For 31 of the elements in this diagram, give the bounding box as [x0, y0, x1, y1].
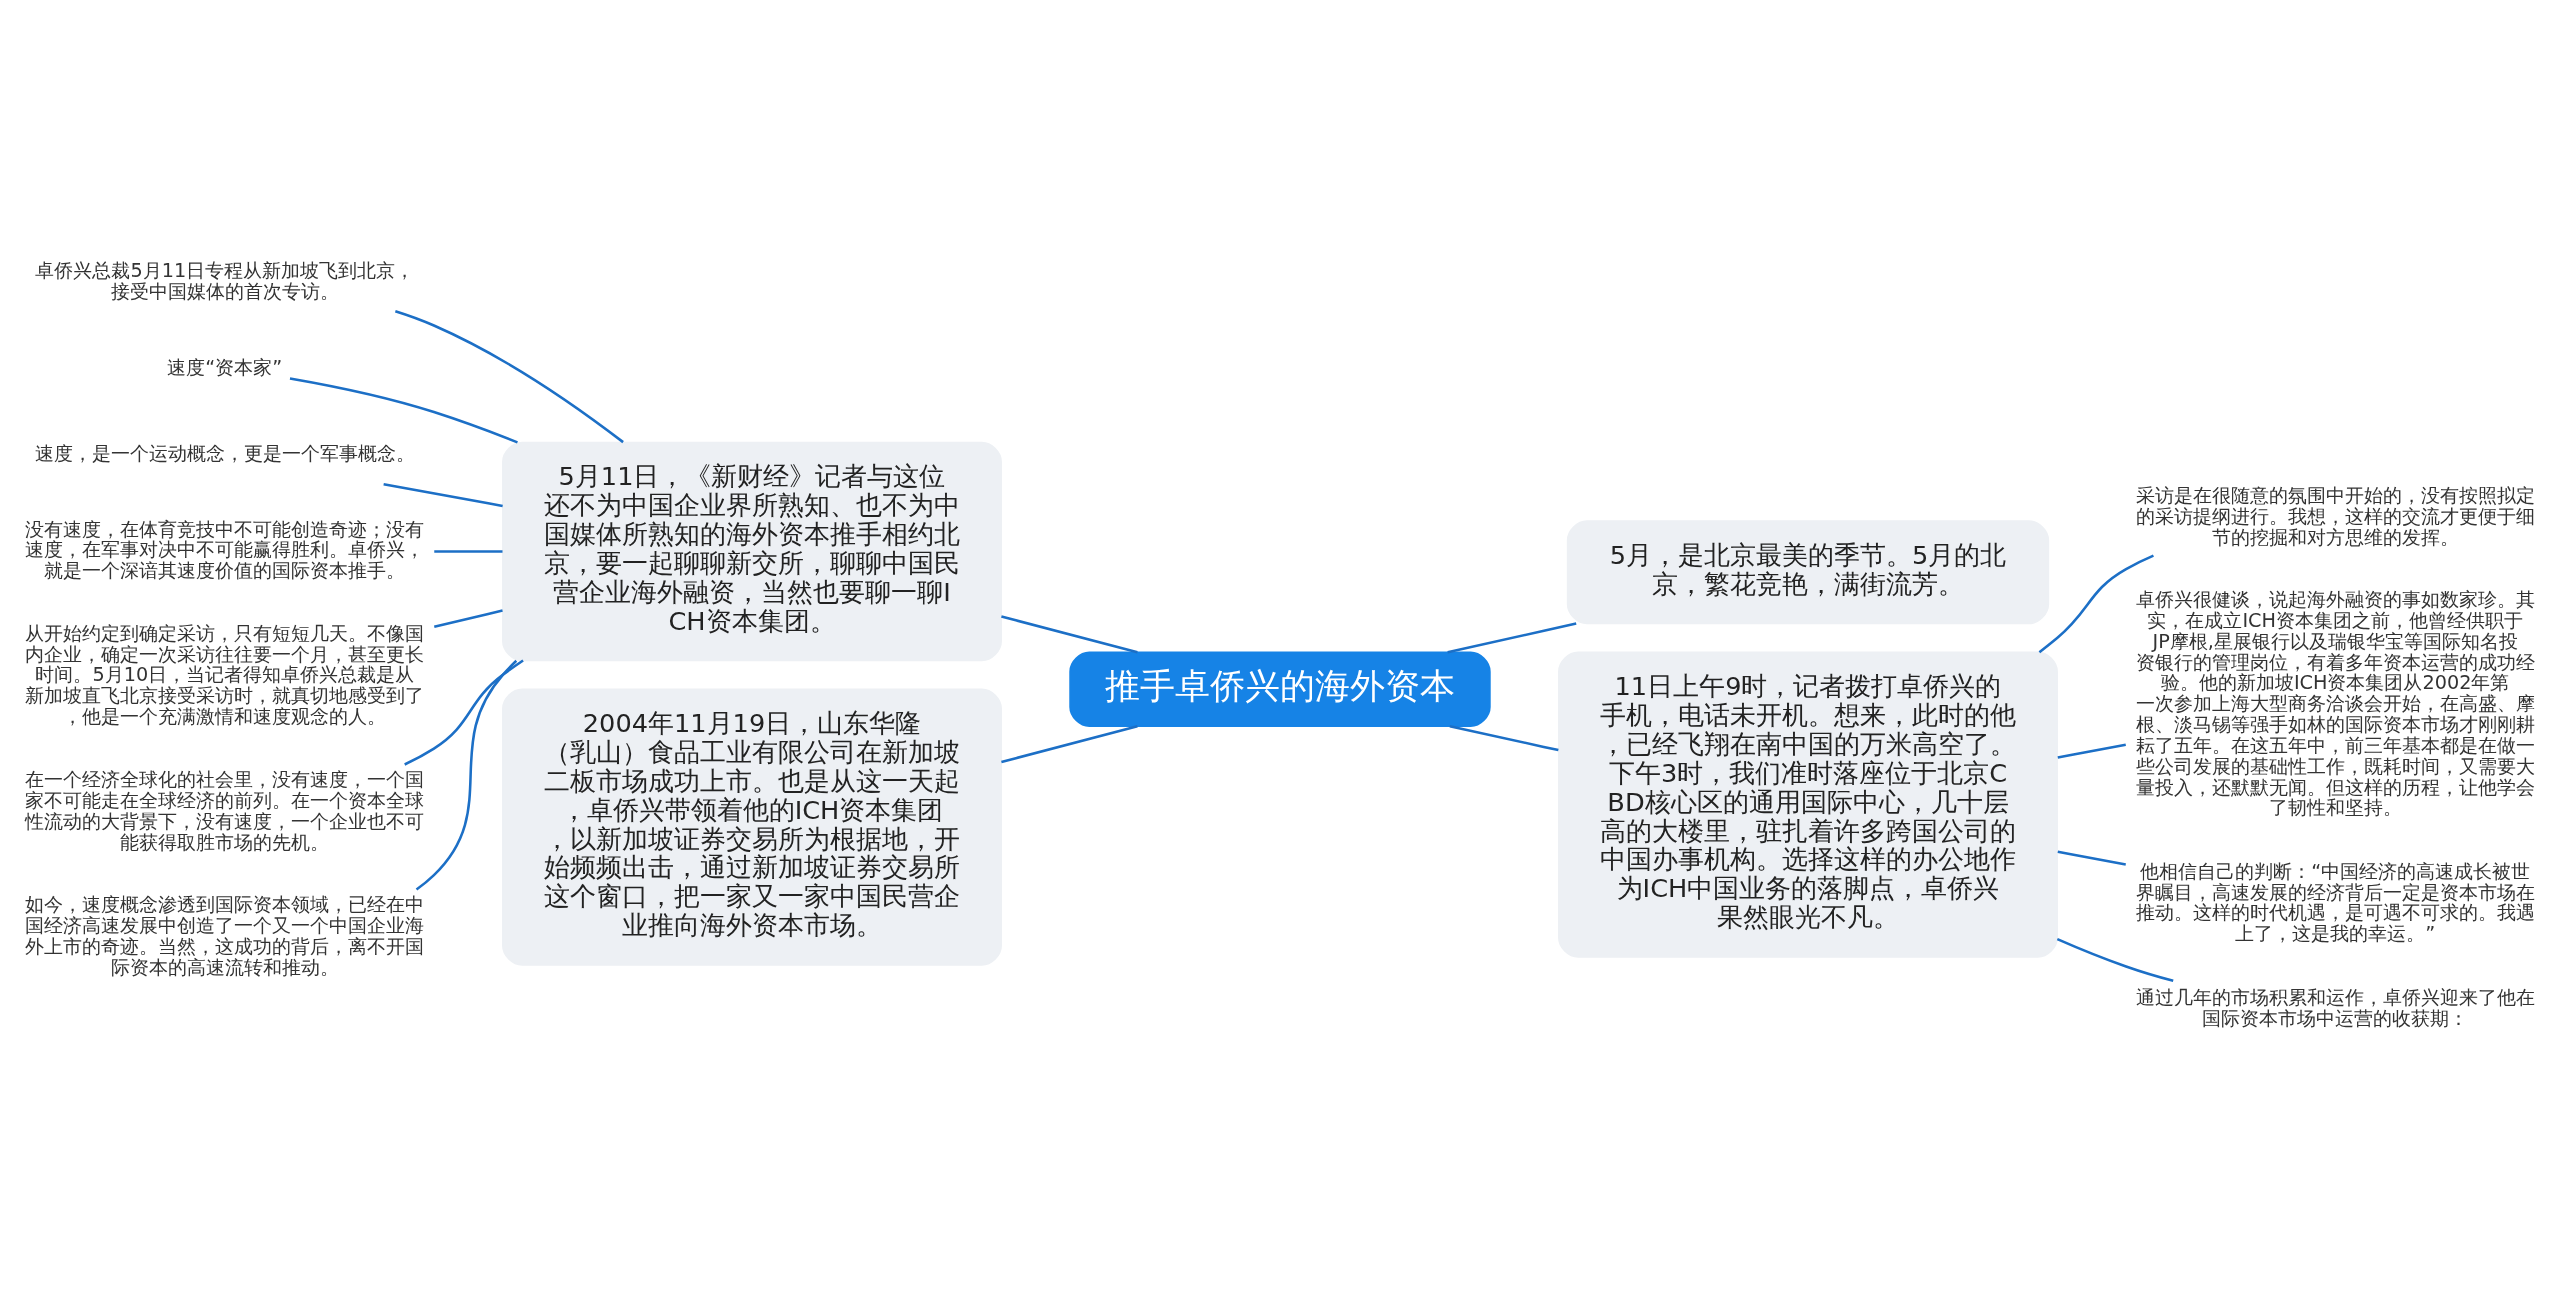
- node-text: 速度“资本家”: [167, 355, 283, 379]
- connector: [1449, 725, 1559, 752]
- node-text: 速度，是一个运动概念，更是一个军事概念。: [34, 442, 415, 466]
- connector: [1001, 725, 1138, 764]
- node-text: 如今，速度概念渗透到国际资本领域，已经在中国经济高速发展中创造了一个又一个中国企业海外上市的奇迹。当然，这成功的背后，离不开国际资本的高速流转和推动。: [25, 893, 425, 979]
- connector: [2057, 850, 2126, 866]
- node-text: 通过几年的市场积累和运作，卓侨兴迎来了他在国际资本市场中运营的收获期：: [2135, 986, 2535, 1031]
- node-box: 5月11日，《新财经》记者与这位还不为中国企业界所熟知、也不为中国媒体所熟知的海外资本推手相约北京，要一起聊聊新交所，聊聊中国民营企业海外融资，当然也要聊一聊ICH资本集团。: [502, 441, 1002, 662]
- node-box: 5月，是北京最美的季节。5月的北京，繁花竞艳，满街流芳。: [1566, 520, 2050, 625]
- connector: [434, 550, 503, 553]
- connector: [383, 482, 503, 508]
- node-text: 在一个经济全球化的社会里，没有速度，一个国家不可能走在全球经济的前列。在一个资本全球性流动的大背景下，没有速度，一个企业也不可能获得取胜市场的先机。: [25, 768, 425, 854]
- node-text: 卓侨兴总裁5月11日专程从新加坡飞到北京，接受中国媒体的首次专访。: [35, 258, 415, 303]
- node-text: 卓侨兴很健谈，说起海外融资的事如数家珍。其实，在成立ICH资本集团之前，他曾经供职于JP摩根,星展银行以及瑞银华宝等国际知名投资银行的管理岗位，有着多年资本运营的成功经验。他的新加坡ICH资本集团从2002年第一次参加上海大型商务洽谈会开始，在高盛、摩根、淡马锡等强手如林的国际资本市场才刚刚耕耘了五年。在这五年中，前三年基本都是在做一些公司发展的基础性工作，既耗时间，又需要大量投入，还默默无闻。但这样的历程，让他学会了韧性和坚持。: [2135, 588, 2535, 820]
- connector: [289, 377, 518, 444]
- node-text: 从开始约定到确定采访，只有短短几天。不像国内企业，确定一次采访往往要一个月，甚至更长时间。5月10日，当记者得知卓侨兴总裁是从新加坡直飞北京接受采访时，就真切地感受到了，他是一个充满激情和速度观念的人。: [25, 621, 425, 729]
- connector: [394, 310, 624, 444]
- node-text: 没有速度，在体育竞技中不可能创造奇迹；没有速度，在军事对决中不可能赢得胜利。卓侨兴，就是一个深谙其速度价值的国际资本推手。: [25, 517, 425, 583]
- connector: [2057, 743, 2126, 759]
- node-box: 推手卓侨兴的海外资本: [1069, 651, 1491, 727]
- connector: [2038, 554, 2154, 654]
- connector: [433, 609, 503, 629]
- connector: [415, 659, 518, 891]
- connector: [2056, 937, 2174, 983]
- connector: [404, 659, 524, 766]
- connector: [1001, 615, 1138, 654]
- node-box: 2004年11月19日，山东华隆（乳山）食品工业有限公司在新加坡二板市场成功上市。也是从这一天起，卓侨兴带领着他的ICH资本集团，以新加坡证券交易所为根据地，开始频频出击，通过新加坡证券交易所这个窗口，把一家又一家中国民营企业推向海外资本市场。: [502, 688, 1002, 966]
- connector: [1447, 622, 1577, 654]
- node-box: 11日上午9时，记者拨打卓侨兴的手机，电话未开机。想来，此时的他，已经飞翔在南中国的万米高空了。下午3时，我们准时落座位于北京CBD核心区的通用国际中心，几十层高的大楼里，驻扎着许多跨国公司的中国办事机构。选择这样的办公地作为ICH中国业务的落脚点，卓侨兴果然眼光不凡。: [1558, 651, 2058, 958]
- node-text: 采访是在很随意的氛围中开始的，没有按照拟定的采访提纲进行。我想，这样的交流才更便于细节的挖掘和对方思维的发挥。: [2135, 483, 2535, 549]
- node-text: 他相信自己的判断：“中国经济的高速成长被世界瞩目，高速发展的经济背后一定是资本市场在推动。这样的时代机遇，是可遇不可求的。我遇上了，这是我的幸运。”: [2135, 859, 2535, 946]
